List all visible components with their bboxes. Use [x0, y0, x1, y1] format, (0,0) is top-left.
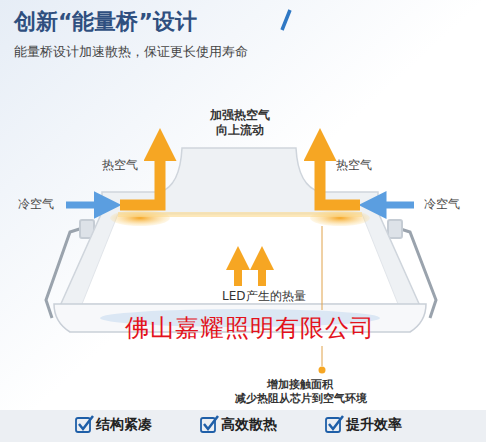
heat-band — [118, 212, 362, 217]
lamp-body — [60, 148, 420, 306]
leader-line — [322, 346, 323, 366]
cold-air-arrow — [66, 202, 104, 209]
cold-air-label: 冷空气 — [18, 197, 54, 212]
feature-bar — [0, 410, 486, 442]
feature-item: 提升效率 — [346, 416, 402, 434]
air-flow-note: 加强热空气 向上流动 — [206, 108, 273, 138]
hot-air-label: 热空气 — [336, 158, 372, 173]
heat-arrow — [258, 262, 266, 286]
watermark: 佛山嘉耀照明有限公司 — [125, 313, 375, 343]
feature-item: 高效散热 — [221, 416, 277, 434]
title: 创新“能量桥”设计 — [14, 8, 197, 36]
lamp-cavity — [82, 214, 398, 304]
cold-air-label: 冷空气 — [424, 197, 460, 212]
leader-line — [322, 226, 323, 310]
feature-item: 结构紧凑 — [96, 416, 152, 434]
callout-note: 增加接触面积 减少热阻从芯片到空气环境 — [235, 378, 365, 406]
title-slash — [282, 10, 290, 30]
hot-air-label: 热空气 — [102, 158, 138, 173]
heat-arrow — [234, 262, 242, 286]
subtitle: 能量桥设计加速散热，保证更长使用寿命 — [14, 44, 248, 60]
cold-air-arrow — [376, 202, 414, 209]
leader-dot — [319, 367, 326, 374]
heat-source-label: LED产生的热量 — [222, 289, 306, 304]
